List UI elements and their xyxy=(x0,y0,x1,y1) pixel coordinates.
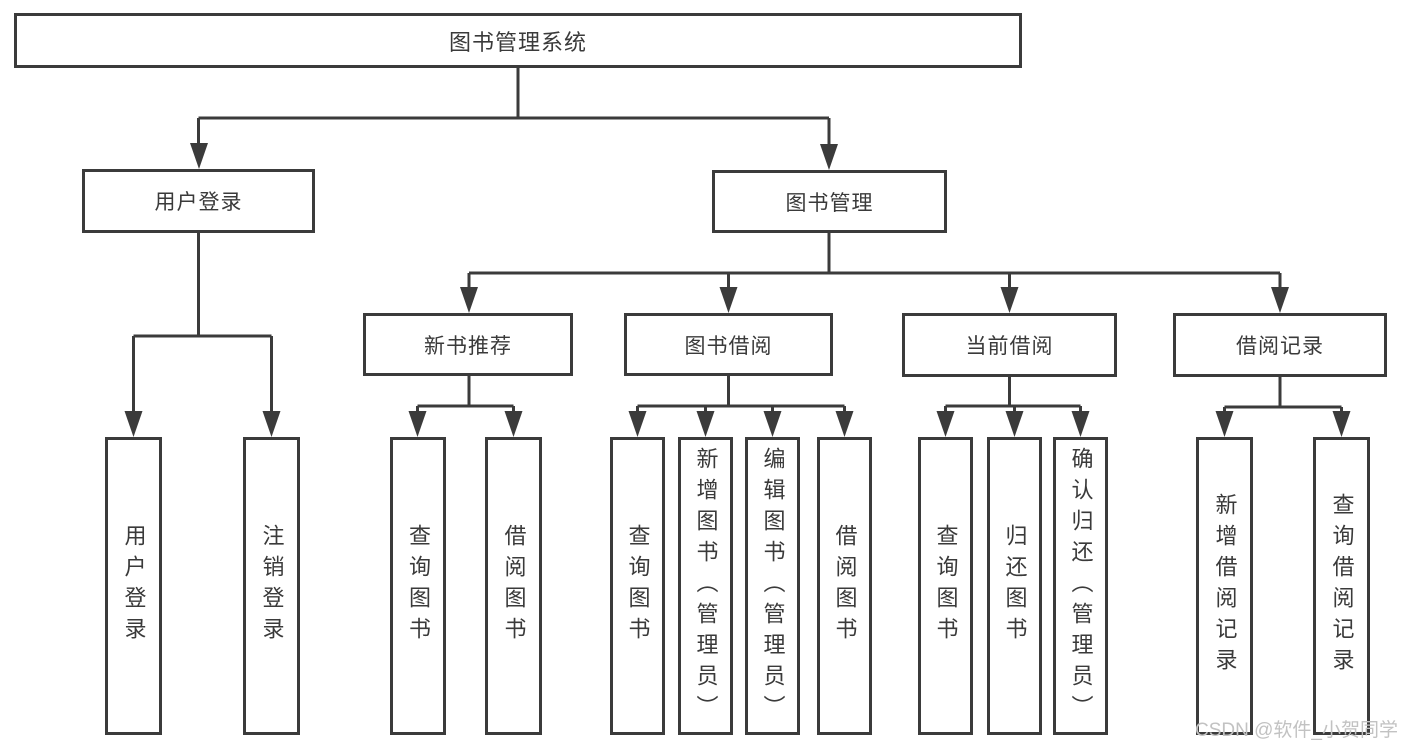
arrowheads xyxy=(124,143,1351,437)
leaf-borrow-books: 借阅图书 xyxy=(817,437,872,735)
node-book-management: 图书管理 xyxy=(712,170,947,233)
node-label: 查询图书 xyxy=(406,524,431,648)
watermark: CSDN @软件_小贺同学 xyxy=(1195,720,1398,741)
node-label: 新增借阅记录 xyxy=(1212,493,1238,679)
leaf-user-login: 用户登录 xyxy=(105,437,162,735)
leaf-confirm-return-admin: 确认归还（管理员） xyxy=(1053,437,1108,735)
node-current-borrow: 当前借阅 xyxy=(902,313,1117,377)
node-label: 借阅记录 xyxy=(1236,335,1324,358)
leaf-borrow-books-recommend: 借阅图书 xyxy=(485,437,542,735)
node-label: 新书推荐 xyxy=(424,334,512,358)
node-label: 图书管理系统 xyxy=(448,29,587,55)
node-borrow-records: 借阅记录 xyxy=(1173,313,1387,377)
node-label: 借阅图书 xyxy=(501,524,527,648)
node-user-login: 用户登录 xyxy=(82,169,315,233)
node-label: 当前借阅 xyxy=(965,335,1054,358)
leaf-add-book-admin: 新增图书（管理员） xyxy=(678,437,733,735)
node-label: 编辑图书（管理员） xyxy=(760,446,786,726)
node-label: 用户登录 xyxy=(154,191,243,214)
node-label: 确认归还（管理员） xyxy=(1068,446,1094,726)
leaf-query-books-borrow: 查询图书 xyxy=(610,437,665,735)
node-label: 查询图书 xyxy=(933,524,959,648)
leaf-add-borrow-record: 新增借阅记录 xyxy=(1196,437,1253,735)
node-book-borrow: 图书借阅 xyxy=(624,313,833,376)
node-label: 新增图书（管理员） xyxy=(693,446,719,726)
leaf-return-book: 归还图书 xyxy=(987,437,1042,735)
connector-paths xyxy=(132,68,1343,416)
leaf-query-borrow-record: 查询借阅记录 xyxy=(1313,437,1370,735)
node-label: 借阅图书 xyxy=(832,524,858,648)
leaf-query-books-current: 查询图书 xyxy=(918,437,973,735)
node-label: 归还图书 xyxy=(1002,524,1028,648)
node-label: 图书管理 xyxy=(785,191,874,215)
node-label: 查询图书 xyxy=(625,524,651,648)
leaf-edit-book-admin: 编辑图书（管理员） xyxy=(745,437,800,735)
node-label: 查询借阅记录 xyxy=(1329,493,1355,679)
leaf-logout: 注销登录 xyxy=(243,437,300,735)
leaf-query-books-recommend: 查询图书 xyxy=(390,437,446,735)
node-label: 注销登录 xyxy=(259,524,285,648)
node-label: 用户登录 xyxy=(121,524,147,648)
node-label: 图书借阅 xyxy=(684,334,773,358)
node-library-management-system: 图书管理系统 xyxy=(14,13,1022,68)
node-new-book-recommend: 新书推荐 xyxy=(363,313,573,376)
